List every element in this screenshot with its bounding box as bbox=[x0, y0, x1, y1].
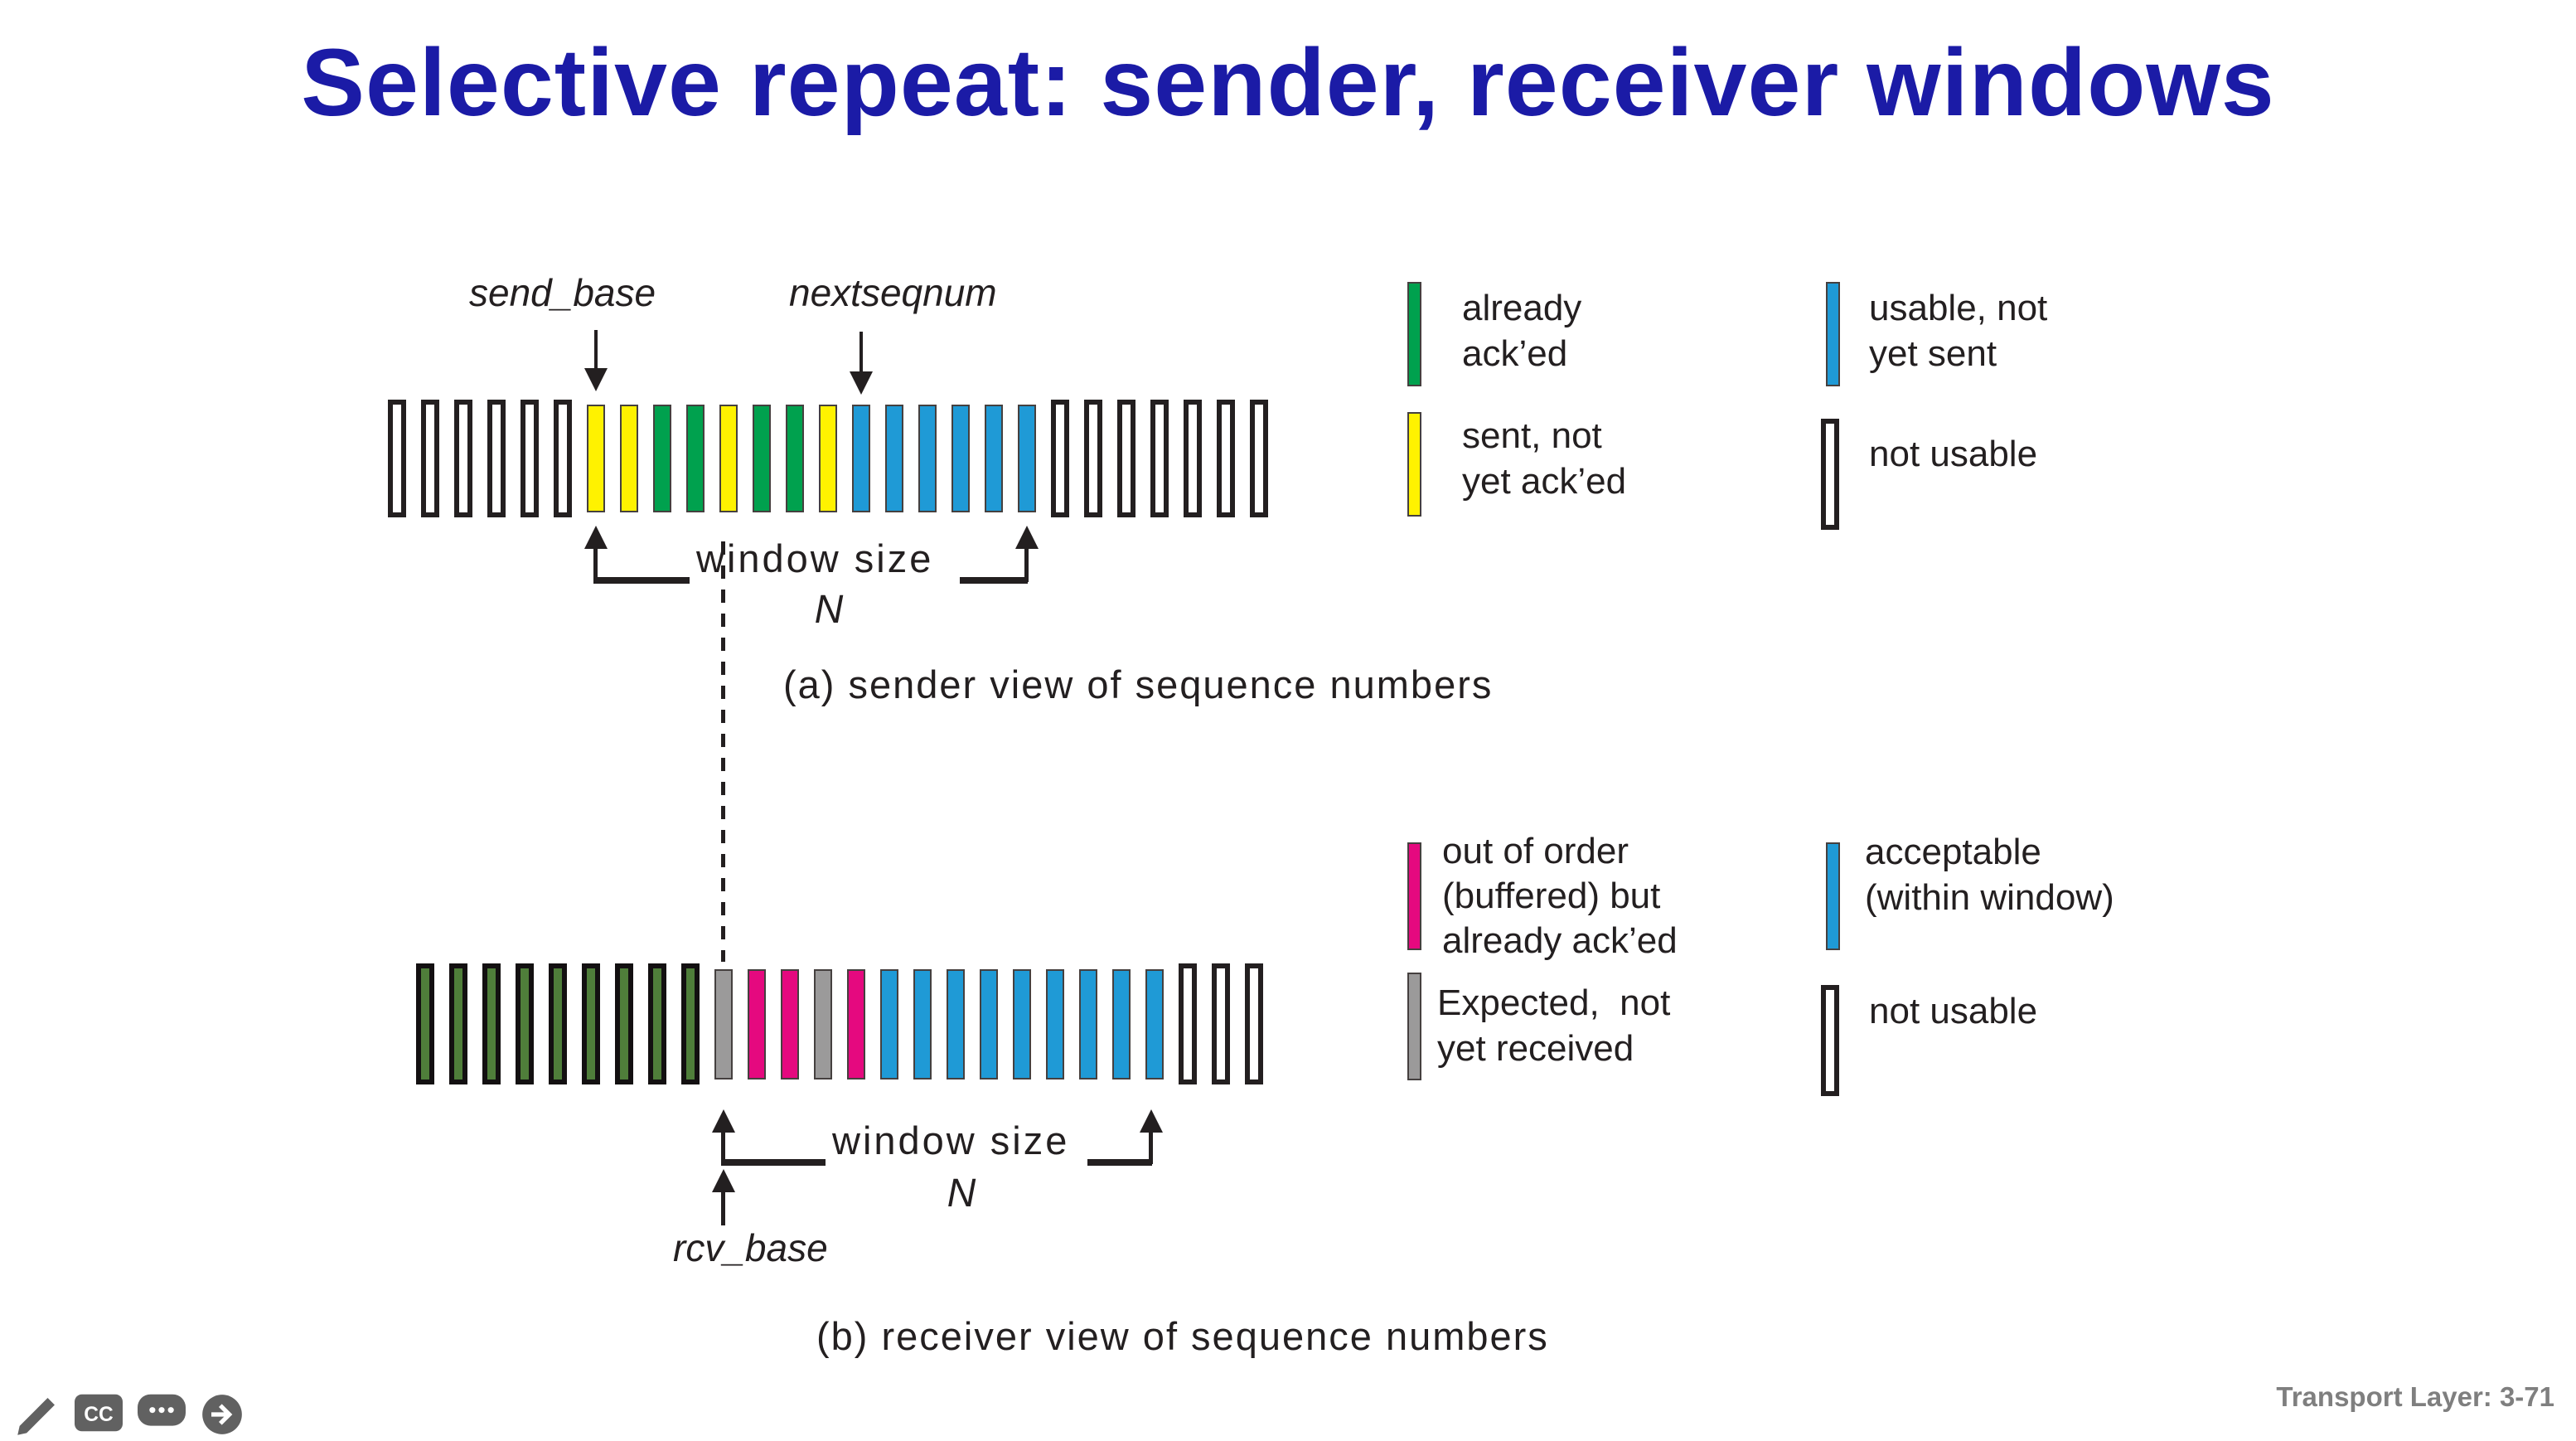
not-usable-swatch bbox=[1821, 419, 1839, 530]
seq-bar-acceptable bbox=[1079, 969, 1097, 1080]
seq-bar-nu bbox=[554, 400, 572, 517]
seq-bar-usable bbox=[951, 405, 970, 512]
speech-ellipsis-icon[interactable] bbox=[138, 1393, 186, 1433]
seq-bar-sent bbox=[620, 405, 638, 512]
seq-bar-nu bbox=[1250, 400, 1268, 517]
svg-text:CC: CC bbox=[84, 1404, 114, 1426]
edit-pencil-icon[interactable] bbox=[12, 1393, 60, 1441]
acked-swatch bbox=[1407, 282, 1421, 386]
seq-bar-acceptable bbox=[1013, 969, 1031, 1080]
seq-bar-usable bbox=[985, 405, 1003, 512]
seq-bar-buffered bbox=[748, 969, 766, 1080]
seq-bar-acked bbox=[653, 405, 671, 512]
nextseqnum-label: nextseqnum bbox=[789, 271, 997, 314]
seq-bar-expected bbox=[814, 969, 832, 1080]
page-number: Transport Layer: 3-71 bbox=[2276, 1381, 2554, 1412]
seq-bar-acceptable bbox=[880, 969, 898, 1080]
seq-bar-nu bbox=[1245, 963, 1263, 1084]
seq-bar-acceptable bbox=[1046, 969, 1064, 1080]
seq-bar-nu bbox=[421, 400, 439, 517]
send-base-label: send_base bbox=[469, 271, 656, 314]
sent-swatch bbox=[1407, 412, 1421, 517]
sender-window-size-label: window size bbox=[696, 536, 934, 580]
seq-bar-usable bbox=[885, 405, 903, 512]
seq-bar-nu bbox=[487, 400, 506, 517]
legend-label-acceptable: acceptable(within window) bbox=[1865, 832, 2114, 918]
seq-bar-nu bbox=[1117, 400, 1135, 517]
seq-bar-nu bbox=[1184, 400, 1202, 517]
acceptable-swatch bbox=[1826, 842, 1840, 950]
seq-bar-recvd bbox=[516, 963, 534, 1084]
buffered-swatch bbox=[1407, 842, 1421, 950]
rcv-base-label: rcv_base bbox=[673, 1226, 828, 1269]
slide-title: Selective repeat: sender, receiver windo… bbox=[301, 30, 2275, 136]
sender-view-caption: (a) sender view of sequence numbers bbox=[783, 662, 1494, 706]
seq-bar-acceptable bbox=[947, 969, 965, 1080]
sender-window-n-label: N bbox=[814, 588, 844, 632]
seq-bar-acked bbox=[753, 405, 771, 512]
seq-bar-nu bbox=[521, 400, 539, 517]
legend-label-not-usable: not usable bbox=[1869, 991, 2038, 1031]
seq-bar-nu bbox=[1212, 963, 1230, 1084]
receiver-window-n-label: N bbox=[947, 1172, 976, 1215]
seq-bar-nu bbox=[1051, 400, 1069, 517]
seq-bar-expected bbox=[714, 969, 733, 1080]
seq-bar-nu bbox=[1084, 400, 1102, 517]
seq-bar-nu bbox=[1179, 963, 1197, 1084]
seq-bar-recvd bbox=[449, 963, 467, 1084]
seq-bar-recvd bbox=[582, 963, 600, 1084]
seq-bar-nu bbox=[1217, 400, 1235, 517]
closed-captions-icon[interactable]: CC bbox=[75, 1393, 123, 1433]
receiver-sequence-row bbox=[416, 963, 1263, 1084]
seq-bar-acceptable bbox=[1145, 969, 1164, 1080]
seq-bar-buffered bbox=[847, 969, 865, 1080]
seq-bar-recvd bbox=[615, 963, 633, 1084]
arrow-circle-icon[interactable] bbox=[201, 1393, 244, 1436]
rcv-base-alignment-dashed-line bbox=[721, 541, 725, 962]
seq-bar-nu bbox=[454, 400, 472, 517]
seq-bar-recvd bbox=[416, 963, 434, 1084]
seq-bar-acked bbox=[686, 405, 705, 512]
not-usable-swatch bbox=[1821, 985, 1839, 1096]
seq-bar-nu bbox=[388, 400, 406, 517]
seq-bar-acceptable bbox=[980, 969, 998, 1080]
seq-bar-recvd bbox=[681, 963, 700, 1084]
seq-bar-recvd bbox=[482, 963, 501, 1084]
seq-bar-usable bbox=[1018, 405, 1036, 512]
usable-swatch bbox=[1826, 282, 1840, 386]
seq-bar-recvd bbox=[648, 963, 666, 1084]
slide: { "title": "Selective repeat: sender, re… bbox=[17, 30, 2554, 1435]
receiver-view-caption: (b) receiver view of sequence numbers bbox=[816, 1314, 1549, 1358]
seq-bar-acceptable bbox=[913, 969, 932, 1080]
seq-bar-acked bbox=[786, 405, 804, 512]
viewer-toolbar: CC bbox=[12, 1393, 244, 1441]
seq-bar-usable bbox=[852, 405, 870, 512]
seq-bar-recvd bbox=[549, 963, 567, 1084]
seq-bar-sent bbox=[819, 405, 837, 512]
legend-label-not-usable: not usable bbox=[1869, 434, 2038, 474]
sender-sequence-row bbox=[388, 400, 1268, 517]
seq-bar-sent bbox=[587, 405, 605, 512]
seq-bar-nu bbox=[1150, 400, 1169, 517]
seq-bar-usable bbox=[918, 405, 937, 512]
expected-swatch bbox=[1407, 973, 1421, 1080]
seq-bar-buffered bbox=[781, 969, 799, 1080]
seq-bar-sent bbox=[719, 405, 738, 512]
seq-bar-acceptable bbox=[1112, 969, 1131, 1080]
receiver-window-size-label: window size bbox=[832, 1118, 1070, 1162]
